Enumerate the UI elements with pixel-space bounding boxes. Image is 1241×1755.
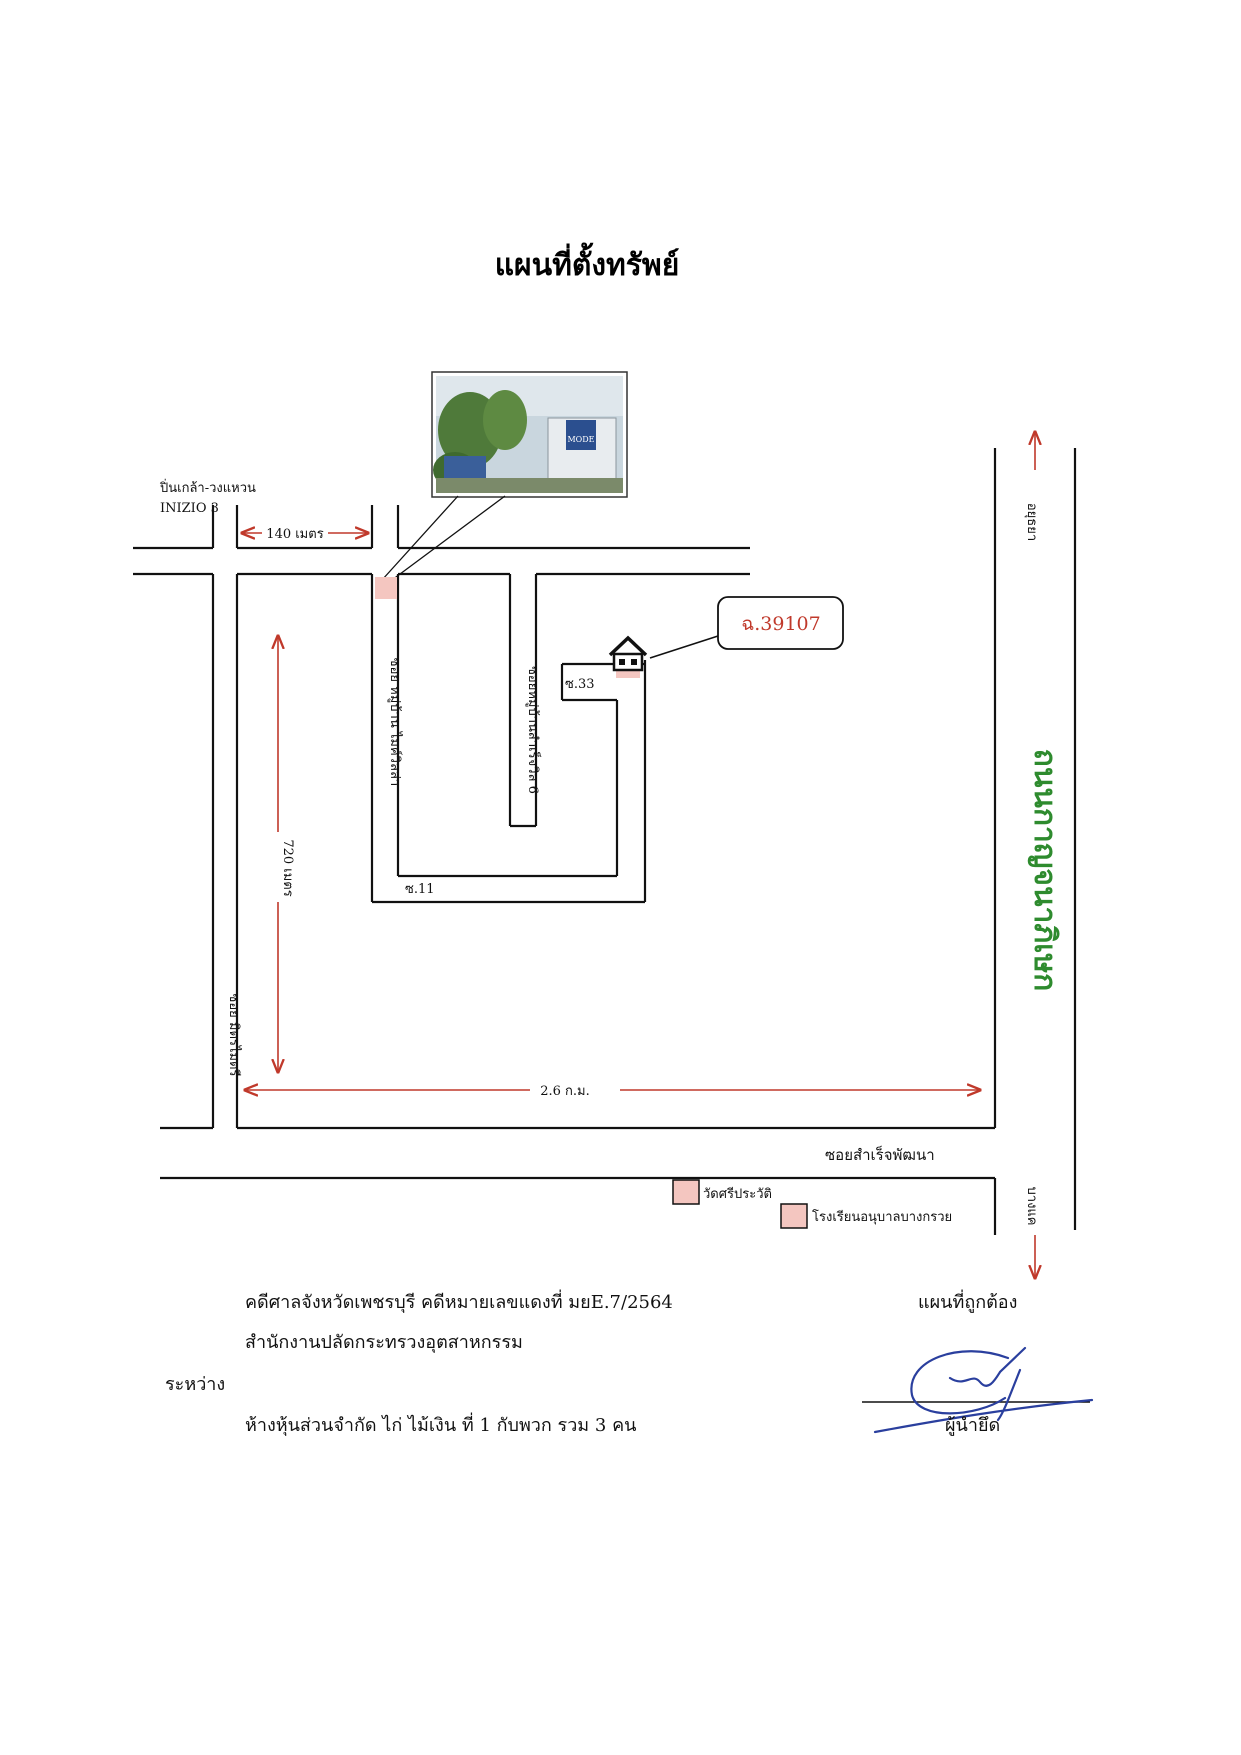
landmark-wat: วัดศรีประวัติ bbox=[703, 1186, 772, 1202]
deed-callout bbox=[717, 596, 844, 650]
wat-marker bbox=[672, 1179, 700, 1205]
signer-label: ผู้นำยึด bbox=[945, 1415, 1001, 1436]
case-line: คดีศาลจังหวัดเพชรบุรี คดีหมายเลขแดงที่ ม… bbox=[245, 1292, 673, 1313]
photo-callout-line bbox=[391, 495, 506, 581]
place-inizio: INIZIO 3 bbox=[160, 501, 219, 516]
direction-bangkhae: บางแค bbox=[1024, 1187, 1039, 1226]
verified-label: แผนที่ถูกต้อง bbox=[918, 1292, 1018, 1313]
map-title: แผนที่ตั้งทรัพย์ bbox=[495, 242, 680, 283]
between-line: ระหว่าง bbox=[165, 1374, 226, 1395]
deed-callout-line bbox=[649, 635, 719, 659]
top-road bbox=[133, 546, 750, 576]
soi-samret-road bbox=[508, 574, 538, 828]
dimension-140m-label: 140 เมตร bbox=[266, 527, 323, 542]
main-road-name: ถนนกาญจนาภิเษก bbox=[1027, 749, 1062, 992]
soi-villa-loop bbox=[370, 574, 647, 904]
photo-location-marker bbox=[375, 577, 397, 599]
soi-village-samret-label: ซอยหมู่บ้านสำเร็จวิล 6 bbox=[525, 666, 543, 794]
photo-callout-line bbox=[381, 495, 459, 581]
house-icon bbox=[608, 635, 648, 672]
soi-11-label: ซ.11 bbox=[405, 882, 435, 897]
defendant-line: ห้างหุ้นส่วนจำกัด ไก่ ไม้เงิน ที่ 1 กับพ… bbox=[245, 1415, 637, 1436]
school-marker bbox=[780, 1203, 808, 1229]
place-pinklao: ปิ่นเกล้า-วงแหวน bbox=[159, 479, 256, 496]
soi-samret-phatthana-label: ซอยสำเร็จพัฒนา bbox=[825, 1145, 935, 1164]
location-photo: MODE bbox=[431, 371, 628, 498]
photo-sign-text: MODE bbox=[567, 435, 594, 444]
soi-33-label: ซ.33 bbox=[565, 677, 595, 692]
soi-mitmaitri-label: ซอย มิตรไมตรี bbox=[226, 994, 242, 1077]
deed-number: ฉ.39107 bbox=[741, 613, 820, 635]
landmark-school: โรงเรียนอนุบาลบางกรวย bbox=[812, 1209, 952, 1225]
signature bbox=[862, 1346, 1094, 1434]
dimension-720m-label: 720 เมตร bbox=[280, 839, 295, 896]
dimension-2-6km-label: 2.6 ก.ม. bbox=[540, 1084, 590, 1099]
soi-village-villa-label: ซอย หมู่บ้าน ไมค์วิลล่า bbox=[387, 658, 403, 786]
direction-ayutthaya: อยุธยา bbox=[1024, 503, 1039, 541]
plaintiff-line: สำนักงานปลัดกระทรวงอุตสาหกรรม bbox=[245, 1332, 523, 1353]
